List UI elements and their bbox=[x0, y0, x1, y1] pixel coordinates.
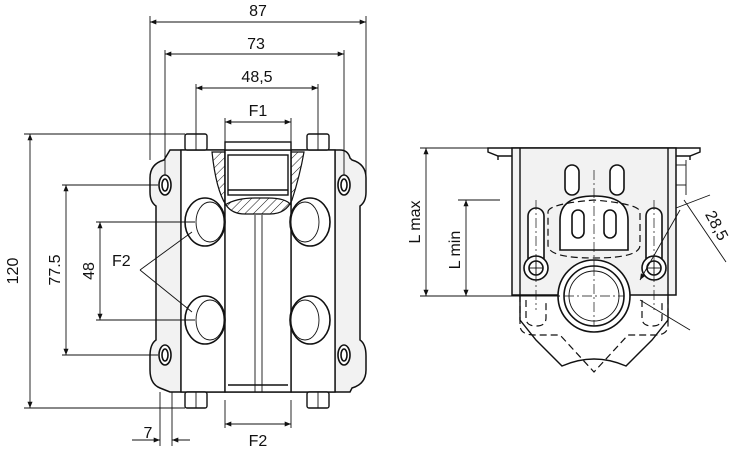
label-top-connection: F1 bbox=[249, 103, 268, 120]
dim-angle-offset: 28,5 bbox=[701, 208, 731, 244]
dim-bottom-offset: 7 bbox=[144, 425, 153, 442]
front-view: 87 73 48,5 F1 120 77.5 48 F2 F2 7 bbox=[5, 3, 367, 450]
dim-overall-height: 120 bbox=[5, 258, 22, 285]
right-block bbox=[290, 149, 336, 393]
dim-l-max: L max bbox=[407, 201, 424, 244]
side-view: L max L min 28,5 bbox=[407, 147, 731, 373]
label-side-connections: F2 bbox=[112, 253, 131, 270]
dim-outer-hole-spacing: 73 bbox=[247, 36, 265, 53]
dim-l-min: L min bbox=[447, 231, 464, 270]
dim-vertical-hole-spacing: 77.5 bbox=[47, 254, 64, 285]
side-connection-holes bbox=[184, 197, 331, 345]
dim-connection-spacing: 48 bbox=[81, 262, 98, 280]
dim-overall-width: 87 bbox=[249, 3, 267, 20]
left-block bbox=[180, 149, 226, 393]
dim-inner-width: 48,5 bbox=[241, 69, 272, 86]
section-cut bbox=[211, 151, 305, 215]
label-bottom-connection: F2 bbox=[249, 433, 268, 450]
